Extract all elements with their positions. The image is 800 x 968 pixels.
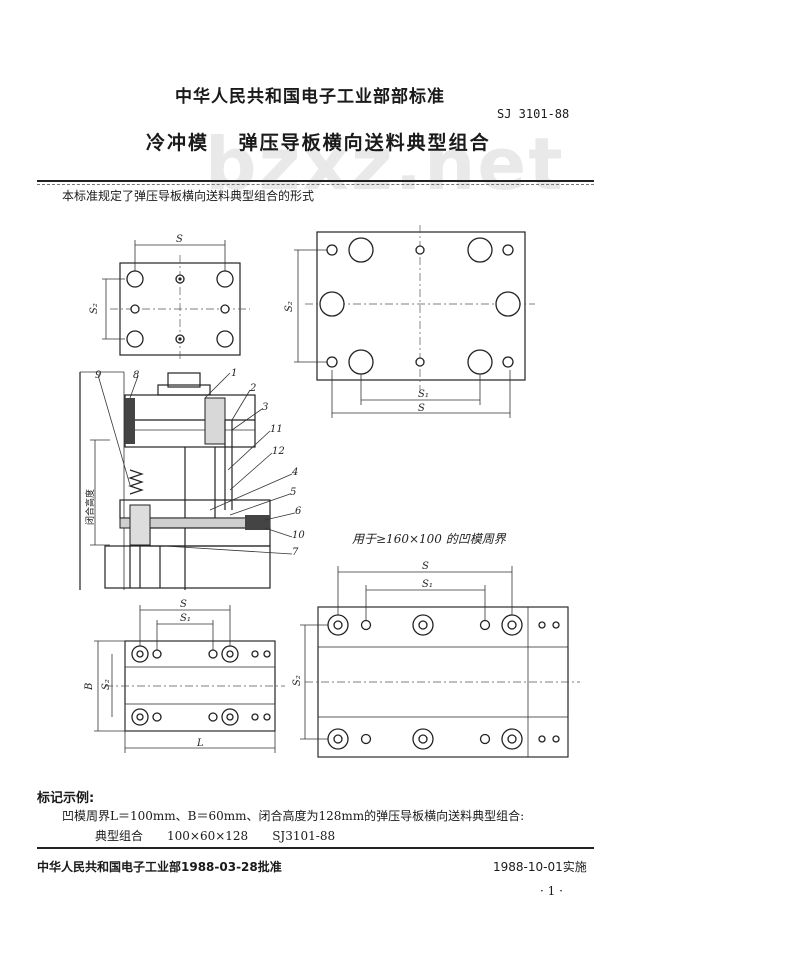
example-heading: 标记示例: <box>37 791 95 806</box>
page-number: · 1 · <box>540 884 563 898</box>
closed-height-label: 闭合高度 <box>84 489 96 525</box>
issuer-title: 中华人民共和国电子工业部部标准 <box>175 87 445 107</box>
standard-code: SJ 3101-88 <box>497 107 570 121</box>
part-number: 7 <box>292 547 299 558</box>
dim-label-s2: S₂ <box>101 679 112 690</box>
dim-label-s1: S₁ <box>422 579 433 590</box>
dim-label-s: S <box>176 234 183 245</box>
bottom-right-plan-view <box>300 566 580 758</box>
dim-label-s: S <box>418 403 425 414</box>
dim-label-b: B <box>84 683 95 691</box>
watermark: bzxz.net <box>205 122 565 206</box>
footer-rule <box>37 847 594 849</box>
example-line-2: 典型组合 100×60×128 SJ3101-88 <box>95 829 336 843</box>
dim-label-s1: S₁ <box>418 389 429 400</box>
usage-note: 用于≥160×100 的凹模周界 <box>352 532 507 546</box>
part-number: 12 <box>272 446 285 457</box>
dim-label-s2: S₂ <box>89 303 100 314</box>
part-number: 9 <box>95 370 102 381</box>
large-plan-view <box>294 225 535 418</box>
part-number: 2 <box>249 383 256 394</box>
dim-label-s2: S₂ <box>284 301 295 312</box>
effective-date: 1988-10-01实施 <box>493 860 587 874</box>
document-title: 冷冲模 弹压导板横向送料典型组合 <box>146 132 491 154</box>
dim-label-s1: S₁ <box>180 613 191 624</box>
header-rule <box>37 180 594 182</box>
part-number: 3 <box>262 402 268 413</box>
header-rule-dashed <box>37 184 594 185</box>
intro-text: 本标准规定了弹压导板横向送料典型组合的形式 <box>62 189 315 203</box>
part-number: 4 <box>291 467 298 478</box>
bottom-left-plan-view <box>94 605 285 753</box>
dim-label-s2: S₂ <box>292 675 303 686</box>
approval-text: 中华人民共和国电子工业部1988-03-28批准 <box>37 860 282 874</box>
dim-label-l: L <box>196 738 204 749</box>
small-plan-view <box>102 240 250 362</box>
part-number: 10 <box>292 530 305 541</box>
part-number: 8 <box>133 370 139 381</box>
part-number: 11 <box>270 424 283 435</box>
part-number: 1 <box>231 368 237 379</box>
section-view <box>79 371 296 590</box>
part-number: 6 <box>295 506 302 517</box>
part-number: 5 <box>290 487 296 498</box>
dim-label-s: S <box>180 599 187 610</box>
dim-label-s: S <box>422 561 429 572</box>
example-line-1: 凹模周界L＝100mm、B＝60mm、闭合高度为128mm的弹压导板横向送料典型… <box>62 809 525 823</box>
